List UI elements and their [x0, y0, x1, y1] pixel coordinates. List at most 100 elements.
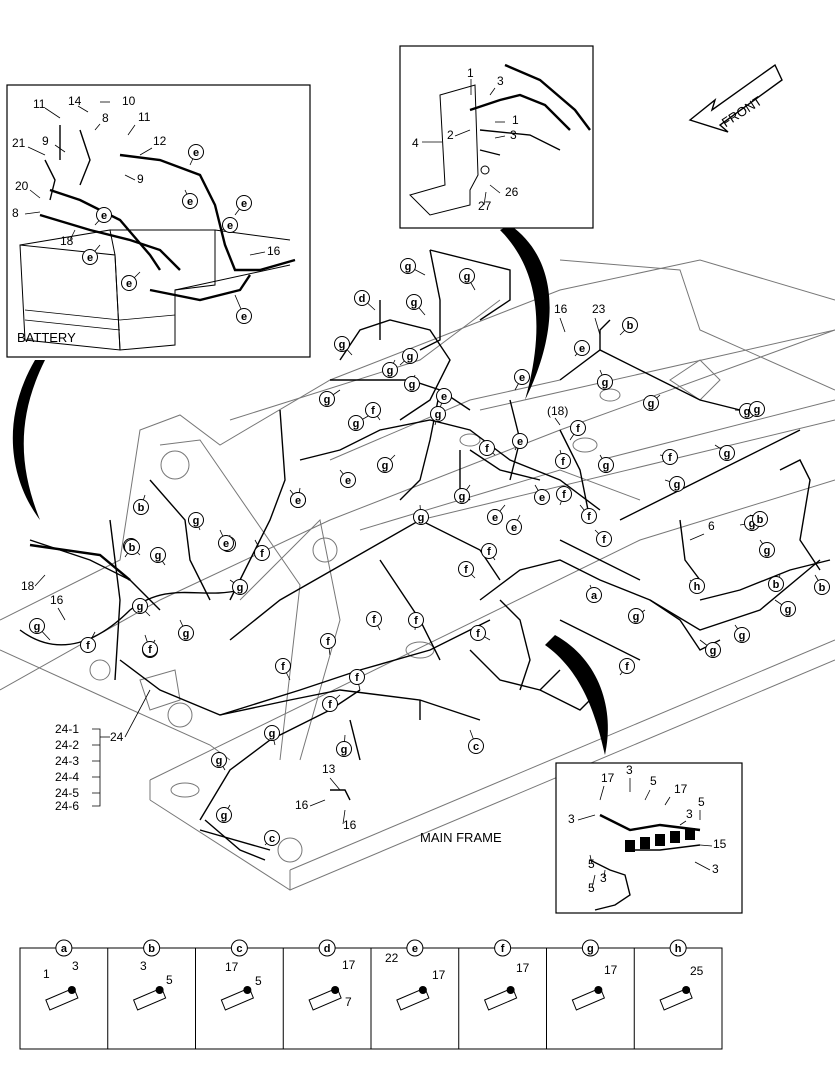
main-clip-f: f [481, 543, 497, 561]
main-clip-f: f [320, 633, 336, 656]
battery-callout: 18 [60, 234, 74, 248]
clip-bubble [734, 627, 750, 643]
legend-clamp-shape [132, 987, 167, 1011]
clip-letter: b [757, 514, 764, 526]
clip-letter: e [511, 522, 517, 534]
main-callout: 16 [554, 302, 568, 316]
bracket-callout: 3 [510, 128, 517, 142]
leader-swoosh-battery [12, 360, 45, 520]
clip-bubble [322, 696, 338, 712]
legend-clamp-shape [659, 987, 693, 1011]
legend-bolt [506, 986, 515, 994]
legend-part-number: 7 [345, 995, 352, 1009]
clip-letter: g [382, 460, 389, 472]
legend-part-number: 25 [690, 964, 704, 978]
clip-letter: f [260, 548, 264, 560]
clip-bubble [404, 376, 420, 392]
clip-bubble [598, 457, 614, 473]
clip-letter: h [694, 581, 701, 593]
legend-clamp-shape [483, 987, 518, 1011]
main-clip-g: g [319, 389, 341, 407]
main-clip-b: b [749, 511, 768, 527]
bracket-plate [409, 84, 479, 216]
clip-bubble [365, 402, 381, 418]
clip-letter: e [579, 343, 585, 355]
main-clip-g: g [628, 608, 646, 624]
clip-bubble [182, 193, 198, 209]
clip-bubble [408, 612, 424, 628]
clip-bubble [211, 752, 227, 768]
clip-bubble [336, 741, 352, 757]
main-clip-g: g [178, 619, 194, 641]
main-clip-e: e [339, 469, 356, 488]
clip-bubble [768, 576, 784, 592]
battery-leader [127, 124, 136, 136]
clip-bubble [236, 195, 252, 211]
clip-bubble [349, 669, 365, 685]
clip-bubble [264, 830, 280, 846]
clip-letter: g [269, 728, 276, 740]
main-clip-f: f [80, 631, 96, 653]
clip-letter: e [519, 372, 525, 384]
clip-bubble [689, 578, 705, 594]
clip-letter: e [241, 198, 247, 210]
relay-row [625, 828, 695, 852]
main-clip-g: g [598, 454, 614, 473]
bracket-leader [454, 129, 471, 137]
clip-bubble [29, 618, 45, 634]
main-callout: 23 [592, 302, 606, 316]
main-clip-f: f [408, 612, 424, 631]
bracket-callout: 2 [447, 128, 454, 142]
main-callout: 18 [21, 579, 35, 593]
clip-letter: g [459, 491, 466, 503]
main-clip-g: g [399, 348, 418, 366]
main-leader [559, 317, 566, 333]
clip-bubble [619, 658, 635, 674]
clip-bubble [222, 217, 238, 233]
battery-callout: 21 [12, 136, 26, 150]
legend-letter: f [501, 943, 505, 955]
clip-letter: g [602, 377, 609, 389]
legend-bubble [406, 939, 424, 957]
clip-letter: e [126, 278, 132, 290]
clip-letter: c [269, 833, 275, 845]
clip-bubble [454, 488, 470, 504]
clip-letter: e [101, 210, 107, 222]
main-clip-f: f [619, 658, 635, 676]
main-leader [34, 574, 46, 587]
clip-letter: f [561, 456, 565, 468]
battery-clip-e: e [94, 207, 112, 226]
legend-bolt [418, 986, 427, 994]
main-callout: 16 [295, 798, 309, 812]
main-clip-g: g [413, 504, 429, 525]
clip-letter: f [328, 699, 332, 711]
clip-letter: e [517, 436, 523, 448]
clip-letter: f [476, 628, 480, 640]
clip-letter: g [754, 404, 761, 416]
legend-letter: b [148, 943, 155, 955]
main-clip-e: e [487, 504, 506, 525]
main-clip-g: g [132, 598, 151, 617]
main-clip-b: b [133, 494, 149, 515]
clip-bubble [340, 472, 356, 488]
clip-bubble [82, 249, 98, 265]
clip-bubble [132, 598, 148, 614]
clip-bubble [481, 543, 497, 559]
main-clip-e: e [218, 529, 234, 551]
legend-cell-a: a13 [20, 939, 108, 1011]
clip-letter: b [138, 502, 145, 514]
main-clip-g: g [406, 294, 426, 316]
clip-bubble [669, 476, 685, 492]
legend-clamp-shape [45, 987, 79, 1011]
legend-part-number: 5 [255, 974, 262, 988]
main-clip-d: d [354, 290, 376, 311]
clip-letter: f [414, 615, 418, 627]
clip-bubble [188, 512, 204, 528]
clip-bubble [597, 374, 613, 390]
clip-bubble [512, 433, 528, 449]
main-clip-e: e [436, 388, 452, 409]
clip-bubble [334, 336, 350, 352]
main-clip-f: f [458, 561, 476, 579]
